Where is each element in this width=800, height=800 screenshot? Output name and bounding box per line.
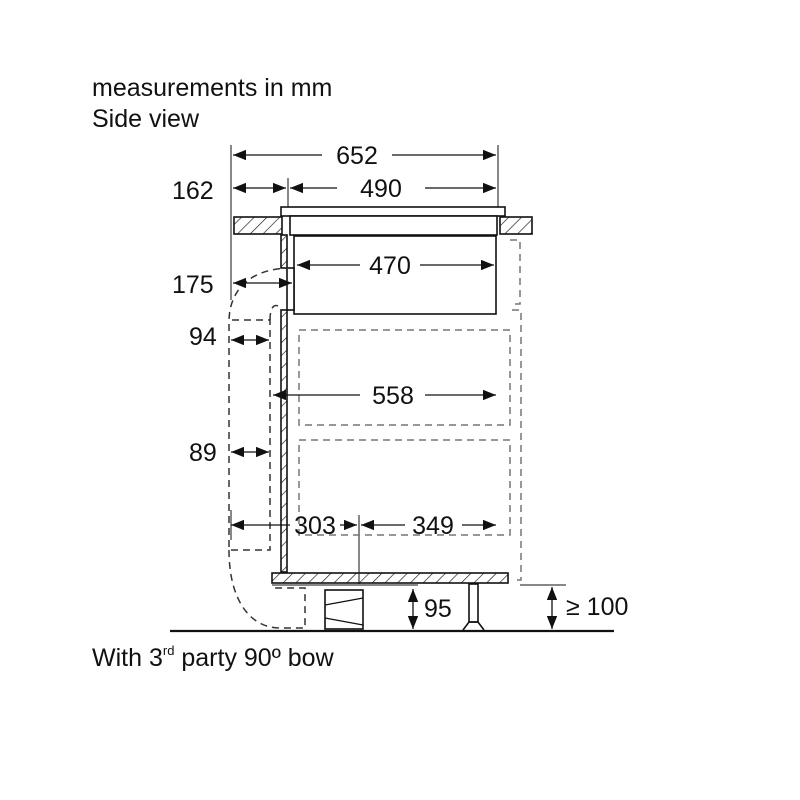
dim-303: 303 — [294, 512, 336, 540]
dim-558: 558 — [372, 382, 414, 410]
dim-min-100: ≥ 100 — [566, 593, 628, 621]
units-caption: measurements in mm — [92, 74, 333, 102]
dim-89: 89 — [189, 439, 217, 467]
plinth-leg — [468, 583, 479, 623]
hob-glass — [280, 206, 506, 217]
footer-post: party 90º bow — [174, 644, 334, 672]
extractor-unit — [293, 235, 497, 315]
worktop-right — [499, 216, 533, 235]
base-plate — [271, 572, 509, 584]
fan-box — [324, 589, 364, 630]
dim-490: 490 — [360, 175, 402, 203]
footer-caption: With 3rd party 90º bow — [92, 643, 334, 673]
footer-pre: With 3 — [92, 644, 163, 672]
dim-652: 652 — [336, 142, 378, 170]
dim-349: 349 — [412, 512, 454, 540]
drawer-upper — [298, 329, 511, 426]
dim-95: 95 — [424, 595, 452, 623]
drawer-lower — [298, 439, 511, 536]
dim-162: 162 — [172, 177, 214, 205]
dim-94: 94 — [189, 323, 217, 351]
view-caption: Side view — [92, 105, 199, 133]
hob-frame — [289, 215, 498, 236]
footer-sup: rd — [162, 643, 175, 658]
worktop-left — [233, 216, 283, 235]
dim-175: 175 — [172, 271, 214, 299]
duct-bow-dashed — [228, 267, 293, 551]
dim-470: 470 — [369, 252, 411, 280]
